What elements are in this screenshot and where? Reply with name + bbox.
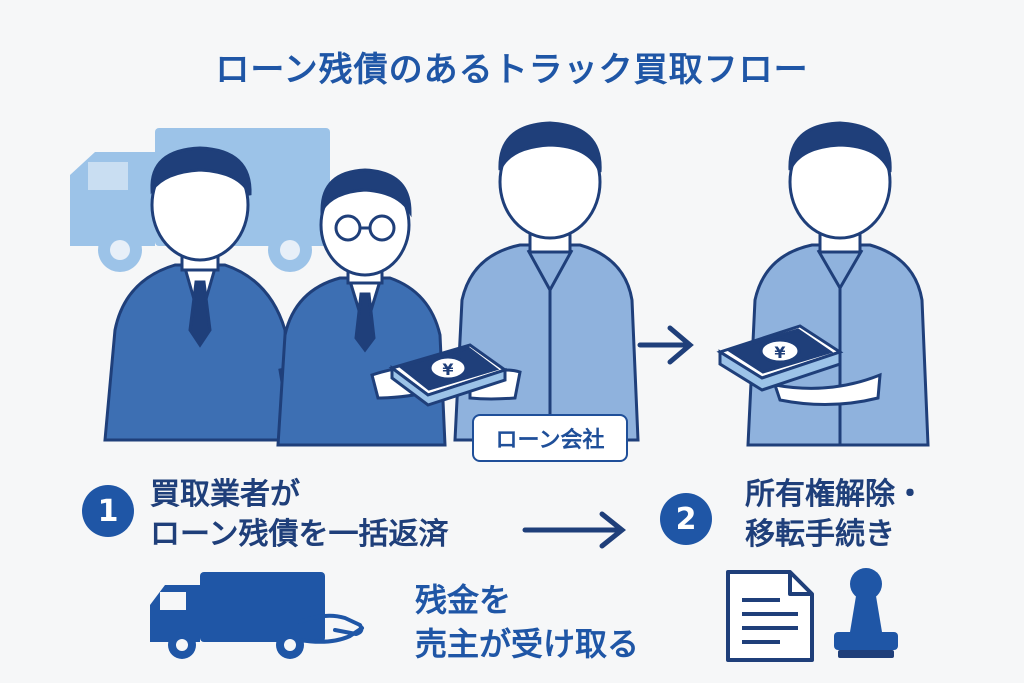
step-1-line-2: ローン残債を一括返済 bbox=[150, 517, 449, 552]
step-1-text: 買取業者が ローン残債を一括返済 bbox=[150, 475, 449, 555]
step-1-number: 1 bbox=[82, 485, 134, 537]
yen-cash-stack-icon: ¥ bbox=[388, 343, 509, 407]
remainder-text: 残金を 売主が受け取る bbox=[415, 578, 639, 666]
stamp-icon bbox=[834, 568, 898, 658]
remainder-line-1: 残金を bbox=[415, 581, 512, 619]
buyer-person-left bbox=[103, 146, 352, 442]
hand-icon bbox=[298, 613, 364, 644]
step-2-number: 2 bbox=[660, 493, 712, 545]
document-icon bbox=[726, 570, 814, 662]
step-2-text: 所有権解除・ 移転手続き bbox=[745, 475, 925, 555]
yen-symbol-2: ¥ bbox=[774, 343, 785, 362]
received-cash-icon: ¥ bbox=[716, 324, 844, 392]
yen-symbol: ¥ bbox=[442, 360, 453, 379]
step-1-line-1: 買取業者が bbox=[150, 477, 300, 512]
buyer-person-middle bbox=[276, 168, 447, 447]
step-arrow-icon bbox=[522, 511, 627, 549]
loan-company-person bbox=[453, 121, 640, 442]
page-title: ローン残債のあるトラック買取フロー bbox=[215, 50, 809, 90]
step-2-line-2: 移転手続き bbox=[745, 517, 895, 552]
truck-icon bbox=[150, 572, 325, 659]
step-2-line-1: 所有権解除・ bbox=[745, 477, 925, 512]
arrow-right-icon bbox=[637, 325, 694, 365]
seller-person bbox=[746, 121, 930, 447]
loan-company-label: ローン会社 bbox=[472, 414, 628, 462]
remainder-line-2: 売主が受け取る bbox=[415, 625, 640, 663]
